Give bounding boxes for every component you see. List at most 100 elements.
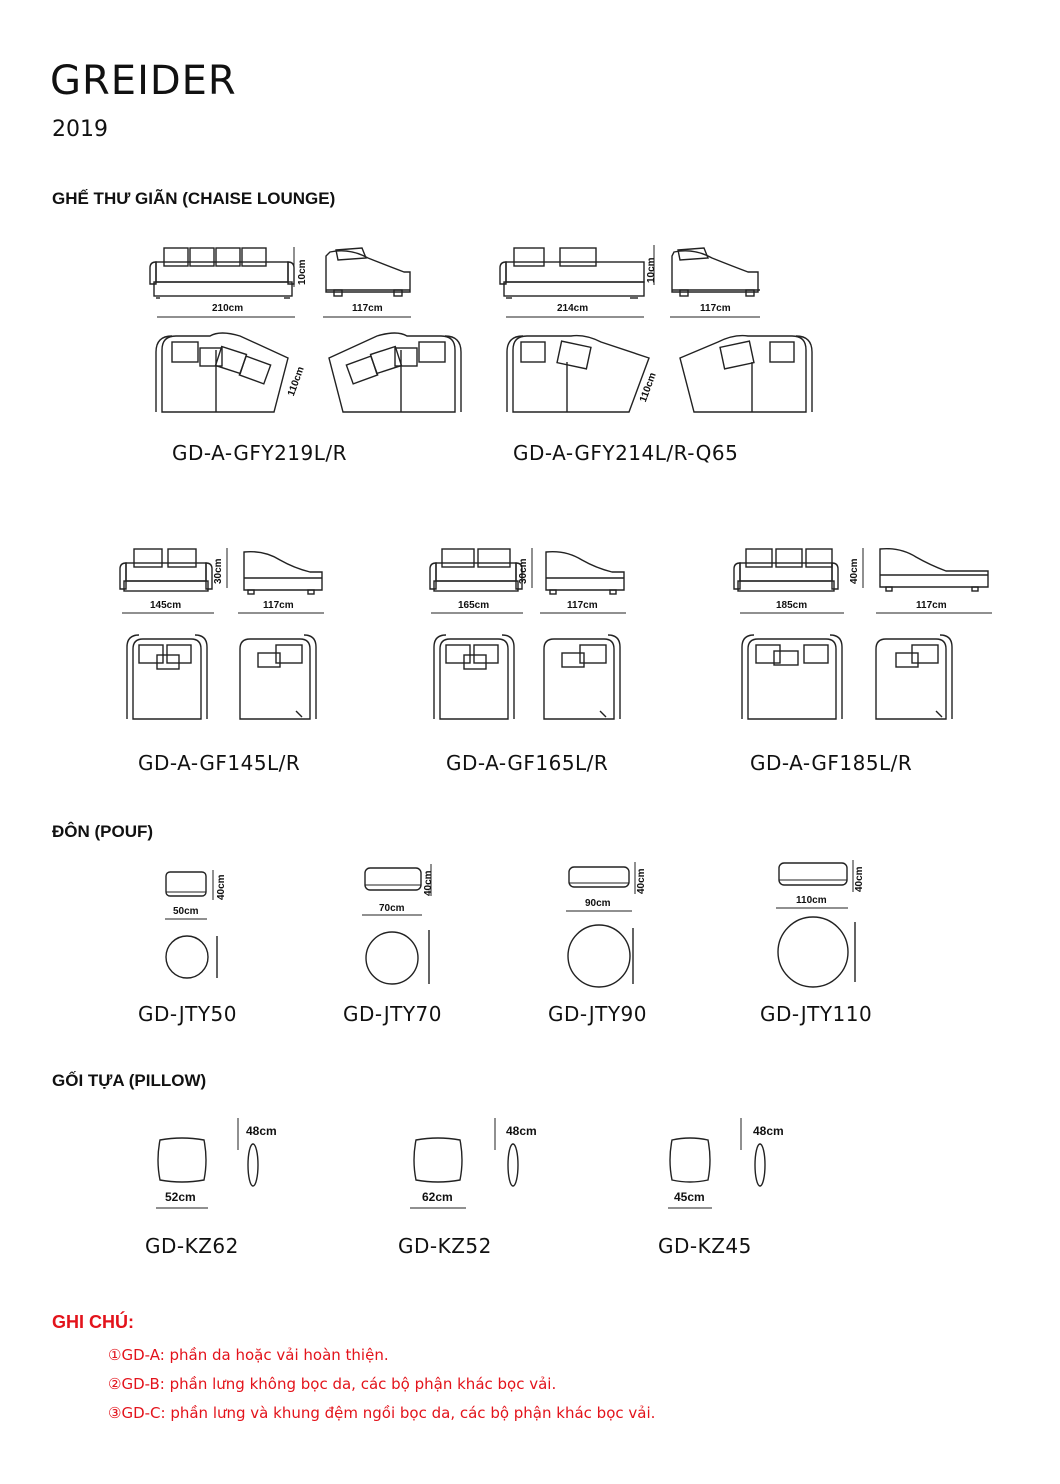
dim-height: 40cm: [636, 868, 647, 894]
sofa-side-view-drawing: [243, 550, 323, 595]
height-dim-line: [226, 548, 228, 588]
width-dim-line: [165, 918, 207, 920]
sofa-top-view-right-drawing: [679, 334, 813, 413]
dim-height: 30cm: [213, 558, 224, 584]
pouf-edge-line: [854, 922, 856, 982]
width-dim-line: [506, 316, 644, 318]
note-item: ③GD-C: phần lưng và khung đệm ngồi bọc d…: [108, 1404, 656, 1422]
width-dim-line: [157, 316, 295, 318]
pouf-edge-line: [216, 936, 218, 978]
dim-depth: 117cm: [700, 303, 731, 314]
depth-dim-line: [670, 316, 760, 318]
section-title-pillow: GỐI TỰA (PILLOW): [52, 1071, 207, 1090]
width-dim-line: [156, 1207, 208, 1209]
width-dim-line: [740, 612, 844, 614]
product-code: GD-A-GF145L/R: [138, 751, 301, 775]
product-code: GD-KZ52: [398, 1234, 492, 1258]
product-code: GD-KZ62: [145, 1234, 239, 1258]
width-dim-line: [410, 1207, 466, 1209]
pouf-top-view-drawing: [365, 931, 419, 985]
sofa-side-view-drawing: [545, 550, 625, 595]
pillow-front-view-drawing: [157, 1137, 207, 1183]
dim-height: 10cm: [297, 259, 308, 285]
sofa-top-view-right-drawing: [239, 634, 317, 720]
sofa-front-view-drawing: [733, 548, 839, 592]
sofa-top-view-left-drawing: [155, 332, 289, 413]
pouf-top-view-drawing: [777, 916, 849, 988]
dim-height: 40cm: [423, 870, 434, 896]
product-code: GD-A-GF165L/R: [446, 751, 609, 775]
sofa-top-view-right-drawing: [328, 332, 462, 413]
sofa-side-view-drawing: [879, 547, 989, 592]
pouf-top-view-drawing: [567, 924, 631, 988]
dim-height: 40cm: [849, 558, 860, 584]
notes-title: GHI CHÚ:: [52, 1312, 134, 1332]
pillow-front-view-drawing: [669, 1137, 711, 1183]
sofa-front-view-drawing: [429, 548, 523, 592]
dim-width: 110cm: [796, 895, 827, 906]
year-label: 2019: [52, 117, 108, 142]
height-dim-line: [494, 1118, 496, 1150]
product-code: GD-KZ45: [658, 1234, 752, 1258]
width-dim-line: [566, 910, 632, 912]
height-dim-line: [862, 548, 864, 588]
sofa-front-view-drawing: [149, 247, 295, 299]
pouf-top-view-drawing: [165, 935, 209, 979]
dim-width: 62cm: [422, 1190, 453, 1204]
dim-depth: 117cm: [263, 600, 294, 611]
product-code: GD-JTY70: [343, 1002, 443, 1026]
width-dim-line: [776, 907, 848, 909]
pouf-side-view-drawing: [165, 871, 207, 897]
dim-height: 40cm: [854, 866, 865, 892]
sofa-top-view-left-drawing: [506, 334, 650, 413]
height-dim-line: [531, 548, 533, 588]
product-code: GD-JTY50: [138, 1002, 238, 1026]
pouf-edge-line: [632, 928, 634, 984]
dim-depth: 117cm: [567, 600, 598, 611]
product-code: GD-JTY110: [760, 1002, 873, 1026]
sofa-side-view-drawing: [325, 247, 411, 297]
width-dim-line: [362, 914, 422, 916]
pouf-side-view-drawing: [778, 862, 848, 886]
dim-width: 50cm: [173, 906, 199, 917]
height-dim-line: [740, 1118, 742, 1150]
note-item: ①GD-A: phần da hoặc vải hoàn thiện.: [108, 1346, 389, 1364]
dim-width: 165cm: [458, 600, 490, 611]
dim-height: 30cm: [518, 558, 529, 584]
pillow-side-view-drawing: [507, 1143, 519, 1187]
height-dim-line: [293, 247, 295, 287]
dim-width: 52cm: [165, 1190, 196, 1204]
pouf-side-view-drawing: [568, 866, 630, 888]
sofa-front-view-drawing: [499, 247, 645, 299]
depth-dim-line: [238, 612, 324, 614]
dim-depth: 117cm: [352, 303, 383, 314]
width-dim-line: [431, 612, 523, 614]
height-dim-line: [430, 864, 432, 896]
dim-width: 214cm: [557, 303, 589, 314]
dim-height: 48cm: [506, 1124, 537, 1138]
depth-dim-line: [540, 612, 626, 614]
product-code: GD-A-GF185L/R: [750, 751, 913, 775]
sofa-top-view-left-drawing: [126, 634, 208, 720]
sofa-side-view-drawing: [671, 247, 760, 297]
section-title-chaise: GHẾ THƯ GIÃN (CHAISE LOUNGE): [52, 189, 336, 208]
note-item: ②GD-B: phần lưng không bọc da, các bộ ph…: [108, 1375, 557, 1393]
pouf-side-view-drawing: [364, 867, 422, 891]
dim-width: 90cm: [585, 898, 611, 909]
dim-width: 185cm: [776, 600, 808, 611]
dim-width: 70cm: [379, 903, 405, 914]
product-code: GD-JTY90: [548, 1002, 648, 1026]
dim-width: 210cm: [212, 303, 244, 314]
height-dim-line: [634, 862, 636, 894]
brand-title: GREIDER: [50, 58, 237, 104]
product-code: GD-A-GFY214L/R-Q65: [513, 441, 739, 465]
dim-height: 48cm: [753, 1124, 784, 1138]
height-dim-line: [852, 860, 854, 892]
dim-width: 145cm: [150, 600, 182, 611]
dim-width: 45cm: [674, 1190, 705, 1204]
height-dim-line: [237, 1118, 239, 1150]
dim-height: 40cm: [216, 874, 227, 900]
dim-depth: 117cm: [916, 600, 947, 611]
pillow-front-view-drawing: [413, 1137, 463, 1183]
dim-height: 48cm: [246, 1124, 277, 1138]
